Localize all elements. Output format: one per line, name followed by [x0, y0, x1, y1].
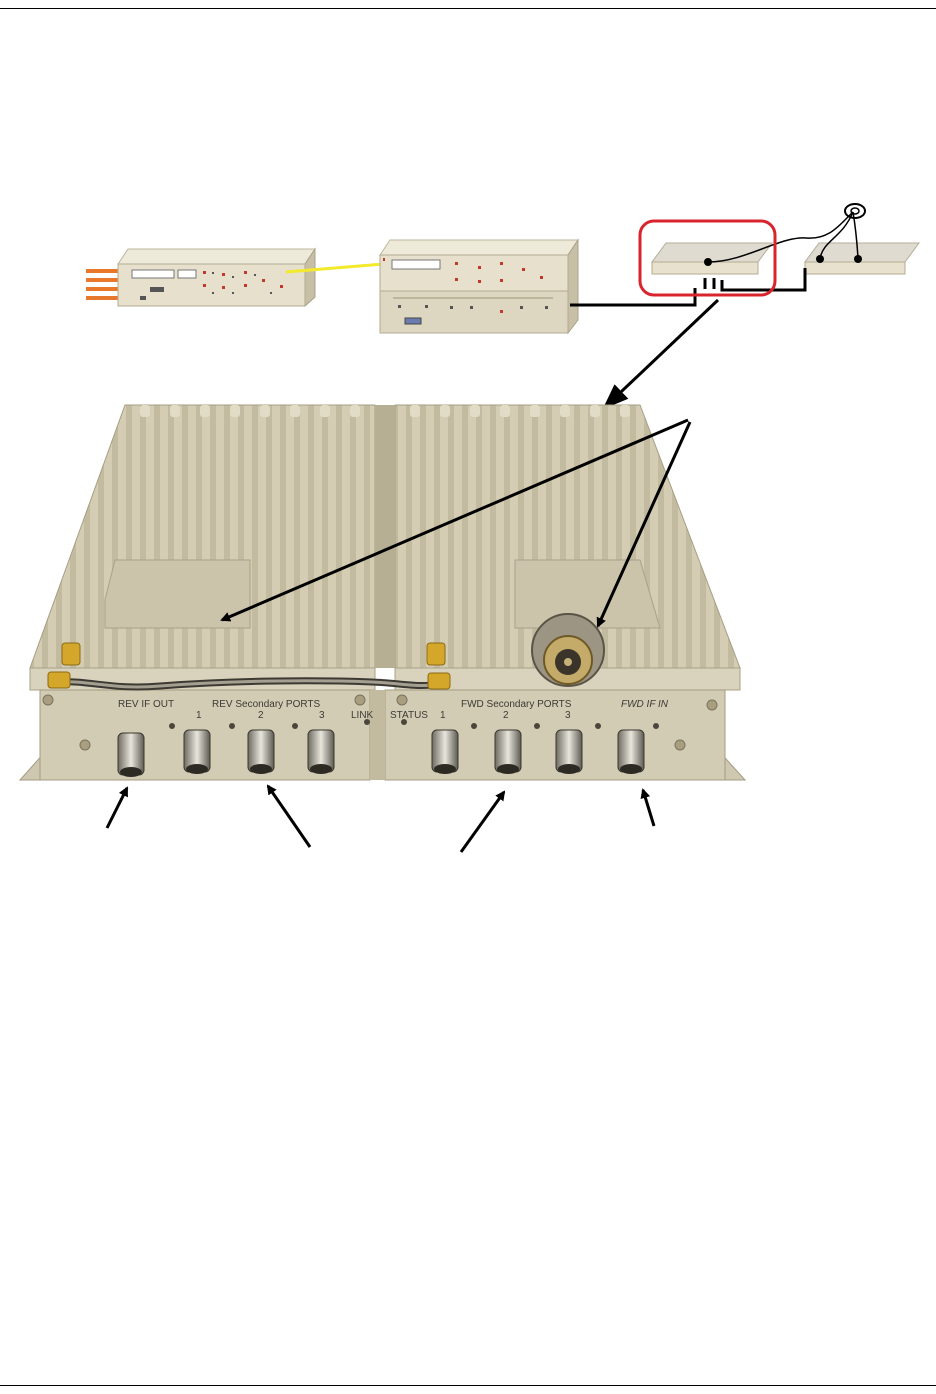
fwd-secondary-ports-label: FWD Secondary PORTS: [461, 699, 572, 710]
rev-port-1-connector-icon: [184, 730, 210, 774]
rev-if-out-label: REV IF OUT: [118, 699, 174, 710]
rev-port-1-label: 1: [196, 710, 202, 721]
status-led-label: STATUS: [390, 710, 428, 721]
callout-arrow-fwd-secondary-ports: [461, 792, 504, 852]
antenna-icon: [845, 204, 865, 218]
fwd-port-3-connector-icon: [556, 730, 582, 774]
fwd-port-3-label: 3: [565, 710, 571, 721]
fwd-port-2-label: 2: [503, 710, 509, 721]
rf-input-cables: [86, 271, 120, 298]
link-led-label: LINK: [351, 710, 374, 721]
callout-arrow-rev-if-out: [107, 788, 127, 828]
callout-arrow-fwd-if-in: [643, 790, 654, 826]
fwd-if-in-connector-icon: [618, 730, 644, 774]
antenna-port-connector-icon: [532, 614, 604, 686]
rev-port-2-label: 2: [258, 710, 264, 721]
rev-secondary-ports-label: REV Secondary PORTS: [212, 699, 321, 710]
fwd-port-2-connector-icon: [495, 730, 521, 774]
head-end-unit-center: [380, 240, 578, 333]
remote-units: [652, 204, 919, 290]
callout-arrow-rev-secondary-ports: [268, 786, 310, 847]
rev-port-2-connector-icon: [248, 730, 274, 774]
zoom-arrow: [604, 300, 718, 408]
head-end-unit-left: [118, 249, 315, 306]
fwd-if-in-label: FWD IF IN: [621, 699, 669, 710]
remote-unit-enclosure: [20, 405, 745, 780]
fwd-port-1-label: 1: [440, 710, 446, 721]
rev-port-3-connector-icon: [308, 730, 334, 774]
rev-if-out-connector-icon: [118, 733, 144, 777]
fwd-port-1-connector-icon: [432, 730, 458, 774]
rev-port-3-label: 3: [319, 710, 325, 721]
